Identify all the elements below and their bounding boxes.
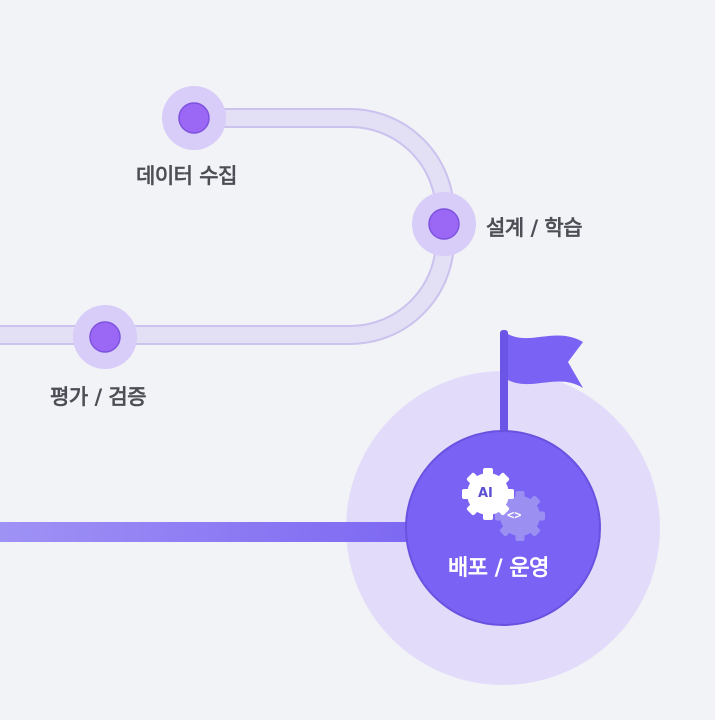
- flag-icon: [500, 330, 583, 434]
- path-track: [0, 110, 453, 343]
- step-label-data-collection: 데이터 수집: [136, 164, 237, 188]
- step-node-evaluation: [73, 305, 137, 369]
- ai-badge-text: AI: [478, 486, 493, 501]
- step-node-data-collection: [162, 86, 226, 150]
- code-badge-text: <>: [507, 508, 522, 522]
- step-node-design-training: [412, 192, 476, 256]
- step-label-design-training: 설계 / 학습: [486, 216, 583, 240]
- final-track: [0, 522, 410, 542]
- path-track-outline: [0, 108, 455, 345]
- code-gear-icon: [495, 491, 545, 541]
- step-label-deployment: 배포 / 운영: [448, 556, 549, 581]
- ai-gear-icon: [462, 468, 514, 520]
- step-label-evaluation: 평가 / 검증: [50, 385, 147, 409]
